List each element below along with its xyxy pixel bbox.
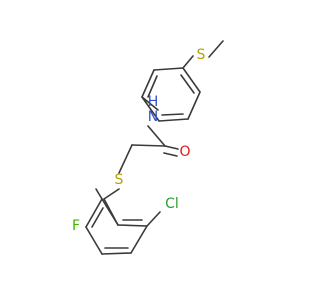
bond-s-aryl xyxy=(182,55,194,69)
atom-label-chloro: Cl xyxy=(165,196,179,212)
atom-label-s-thioether: S xyxy=(115,172,124,188)
bond-ring1-inner-2 xyxy=(161,113,184,116)
bond-ring1-inner-3 xyxy=(147,75,158,98)
bond-co-2 xyxy=(163,152,178,157)
bond-ch2-s xyxy=(118,144,133,174)
bond-ring2-c xyxy=(101,252,132,255)
bond-ring1-f xyxy=(153,67,184,71)
bond-ring2-d xyxy=(85,226,103,255)
bond-ring1-e xyxy=(141,69,155,98)
bond-aryl-n xyxy=(141,96,159,111)
molecule-structure: S N H O S F Cl xyxy=(72,40,224,255)
bond-methyl-s xyxy=(208,40,224,58)
bond-ring2-f xyxy=(101,198,119,226)
bond-ring2-chloro xyxy=(146,211,161,227)
bond-ring2-e xyxy=(85,198,103,228)
atom-label-o-carbonyl: O xyxy=(179,144,190,160)
atom-label-h-amide: H xyxy=(148,94,159,110)
bond-ring1-a xyxy=(182,67,201,93)
bond-ring1-inner-1 xyxy=(180,74,195,94)
bond-s-benzyl xyxy=(103,188,120,200)
molecule-canvas: S N H O S F Cl xyxy=(71,40,224,255)
atom-label-s-methylthio: S xyxy=(197,47,206,63)
atom-label-fluoro: F xyxy=(72,218,80,234)
bond-n-carbonyl xyxy=(147,125,166,147)
bond-ring2-inner-3 xyxy=(91,207,104,228)
bond-ring1-d xyxy=(141,96,160,122)
atom-label-n-amide: N xyxy=(148,109,158,125)
bond-carbonyl-ch2 xyxy=(131,144,166,147)
bond-ring1-c xyxy=(158,118,189,122)
bond-layer xyxy=(85,40,224,255)
bond-ring2-fluoro xyxy=(95,188,103,200)
atom-label-layer: S N H O S F Cl xyxy=(72,47,206,234)
bond-ring1-b xyxy=(187,91,201,120)
bond-ring2-a xyxy=(117,224,148,227)
bond-co-1 xyxy=(164,145,179,150)
bond-ring2-b xyxy=(130,225,148,254)
